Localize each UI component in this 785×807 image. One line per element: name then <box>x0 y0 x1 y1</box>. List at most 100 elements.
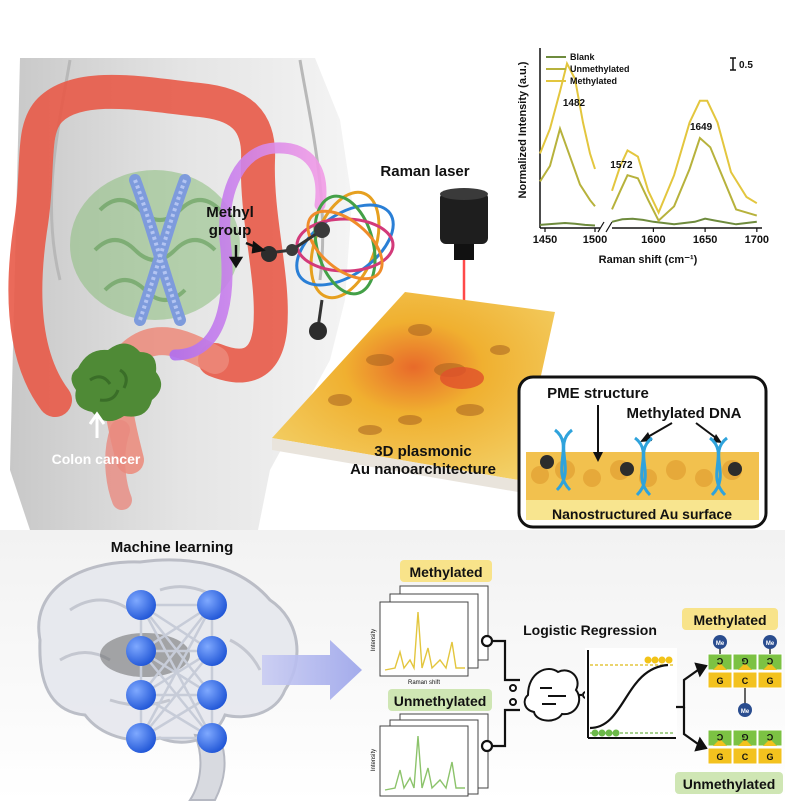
methyl-group-molecule <box>261 222 330 340</box>
base-pair-notch <box>738 663 752 670</box>
series-line-blank <box>539 221 596 227</box>
substrate-label-line2: Au nanoarchitecture <box>350 461 496 478</box>
colon-cancer-arrow-icon <box>88 411 106 438</box>
classification-arrows <box>676 662 708 752</box>
methylated-result-label: Methylated <box>693 612 766 628</box>
base-letter: C <box>766 656 773 666</box>
chromosome-icon <box>129 174 191 326</box>
series-line-methylated <box>611 99 758 215</box>
pme-inset: PME structure Methylated DNA Nanostructu… <box>517 375 768 529</box>
ai-processor-icon <box>509 667 590 722</box>
series-line-methylated <box>539 60 596 170</box>
logistic-regression-plot <box>585 648 677 739</box>
base-bottom <box>757 747 783 765</box>
inset-dna-strands <box>553 428 728 497</box>
substrate-label-line1: 3D plasmonic <box>374 443 472 460</box>
x-tick-label: 1500 <box>583 234 607 246</box>
methyl-tag <box>738 703 752 717</box>
methyl-tag <box>713 635 727 649</box>
raman-spectrum-chart: Normalized Intensity (a.u.) Raman shift … <box>500 36 782 276</box>
base-letter: G <box>741 732 748 742</box>
nn-node <box>197 680 227 710</box>
nn-connection <box>140 604 213 696</box>
base-bottom <box>707 671 733 689</box>
dna-helix-icon <box>295 190 395 300</box>
base-pair-notch <box>713 739 727 746</box>
base-bottom <box>707 747 733 765</box>
optical-fiber <box>169 142 327 361</box>
base-letter: C <box>716 656 723 666</box>
nn-node <box>126 636 156 666</box>
nn-node <box>126 723 156 753</box>
raman-laser-label: Raman laser <box>380 163 469 180</box>
base-letter: C <box>716 732 723 742</box>
methylated-spectra-stack: Methylated Intensity Raman shift <box>371 560 492 686</box>
base-letter: G <box>741 656 748 666</box>
scale-bar-label: 0.5 <box>739 60 753 71</box>
series-line-unmethylated <box>539 125 596 207</box>
base-letter: C <box>742 752 749 762</box>
base-pair-notch <box>763 739 777 746</box>
base-letter: G <box>716 752 723 762</box>
machine-learning-label: Machine learning <box>111 539 234 556</box>
methylated-tag <box>400 560 492 582</box>
base-letter: C <box>742 676 749 686</box>
legend-entry: Blank <box>570 52 596 62</box>
base-letter: G <box>766 752 773 762</box>
peak-label: 1649 <box>690 122 713 133</box>
neural-network-diagram <box>126 590 227 753</box>
pme-label: PME structure <box>547 385 649 402</box>
peak-label: 1572 <box>610 160 633 171</box>
methyl-tag <box>763 635 777 649</box>
methyl-tag-label: Me <box>741 709 750 715</box>
methylated-tag-label: Methylated <box>409 564 482 580</box>
methyl-label-line2: group <box>209 222 252 239</box>
logistic-regression-label: Logistic Regression <box>523 622 657 638</box>
chart-ylabel: Normalized Intensity (a.u.) <box>517 61 529 198</box>
base-pair-notch <box>738 739 752 746</box>
classifier-connectors <box>480 634 582 753</box>
unmethylated-result-tag <box>675 772 783 794</box>
methyl-label-line1: Methyl <box>206 204 254 221</box>
nn-node <box>197 636 227 666</box>
methylated-result-tag <box>682 608 778 630</box>
x-tick-label: 1450 <box>533 234 557 246</box>
au-nanoarchitecture-substrate <box>272 292 555 492</box>
axis-break-mark <box>597 221 613 233</box>
au-surface-label: Nanostructured Au surface <box>552 506 732 522</box>
base-letter: G <box>716 676 723 686</box>
unmethylated-result-label: Unmethylated <box>683 776 776 792</box>
base-pair-notch <box>713 663 727 670</box>
series-line-blank <box>611 217 757 226</box>
base-bottom <box>757 671 783 689</box>
tumor-icon <box>71 343 162 422</box>
methyl-arrows-icon <box>228 240 266 269</box>
nn-node <box>197 590 227 620</box>
methyl-tag-label: Me <box>766 641 775 647</box>
x-tick-label: 1700 <box>745 234 769 246</box>
methyl-group-label: Methyl group <box>206 204 254 239</box>
nn-node <box>126 680 156 710</box>
nn-connection <box>139 604 214 739</box>
nn-node <box>126 590 156 620</box>
legend-entry: Methylated <box>570 76 617 86</box>
series-line-unmethylated <box>611 136 758 223</box>
base-letter: C <box>766 732 773 742</box>
base-letter: G <box>766 676 773 686</box>
raman-shift-axis-label: Raman shift <box>408 680 440 686</box>
methylated-dna-label: Methylated DNA <box>626 405 741 422</box>
nn-node <box>197 723 227 753</box>
substrate-label: 3D plasmonic Au nanoarchitecture <box>350 443 496 478</box>
methyl-tag-label: Me <box>716 641 725 647</box>
flow-arrow-icon <box>262 640 362 700</box>
base-pair-notch <box>763 663 777 670</box>
x-tick-label: 1600 <box>641 234 665 246</box>
scale-bar: 0.5 <box>730 57 753 71</box>
base-bottom <box>732 747 758 765</box>
colon-cancer-label: Colon cancer <box>52 451 141 467</box>
intensity-axis-label-2: Intensity <box>371 749 377 771</box>
unmethylated-tag-label: Unmethylated <box>394 693 487 709</box>
